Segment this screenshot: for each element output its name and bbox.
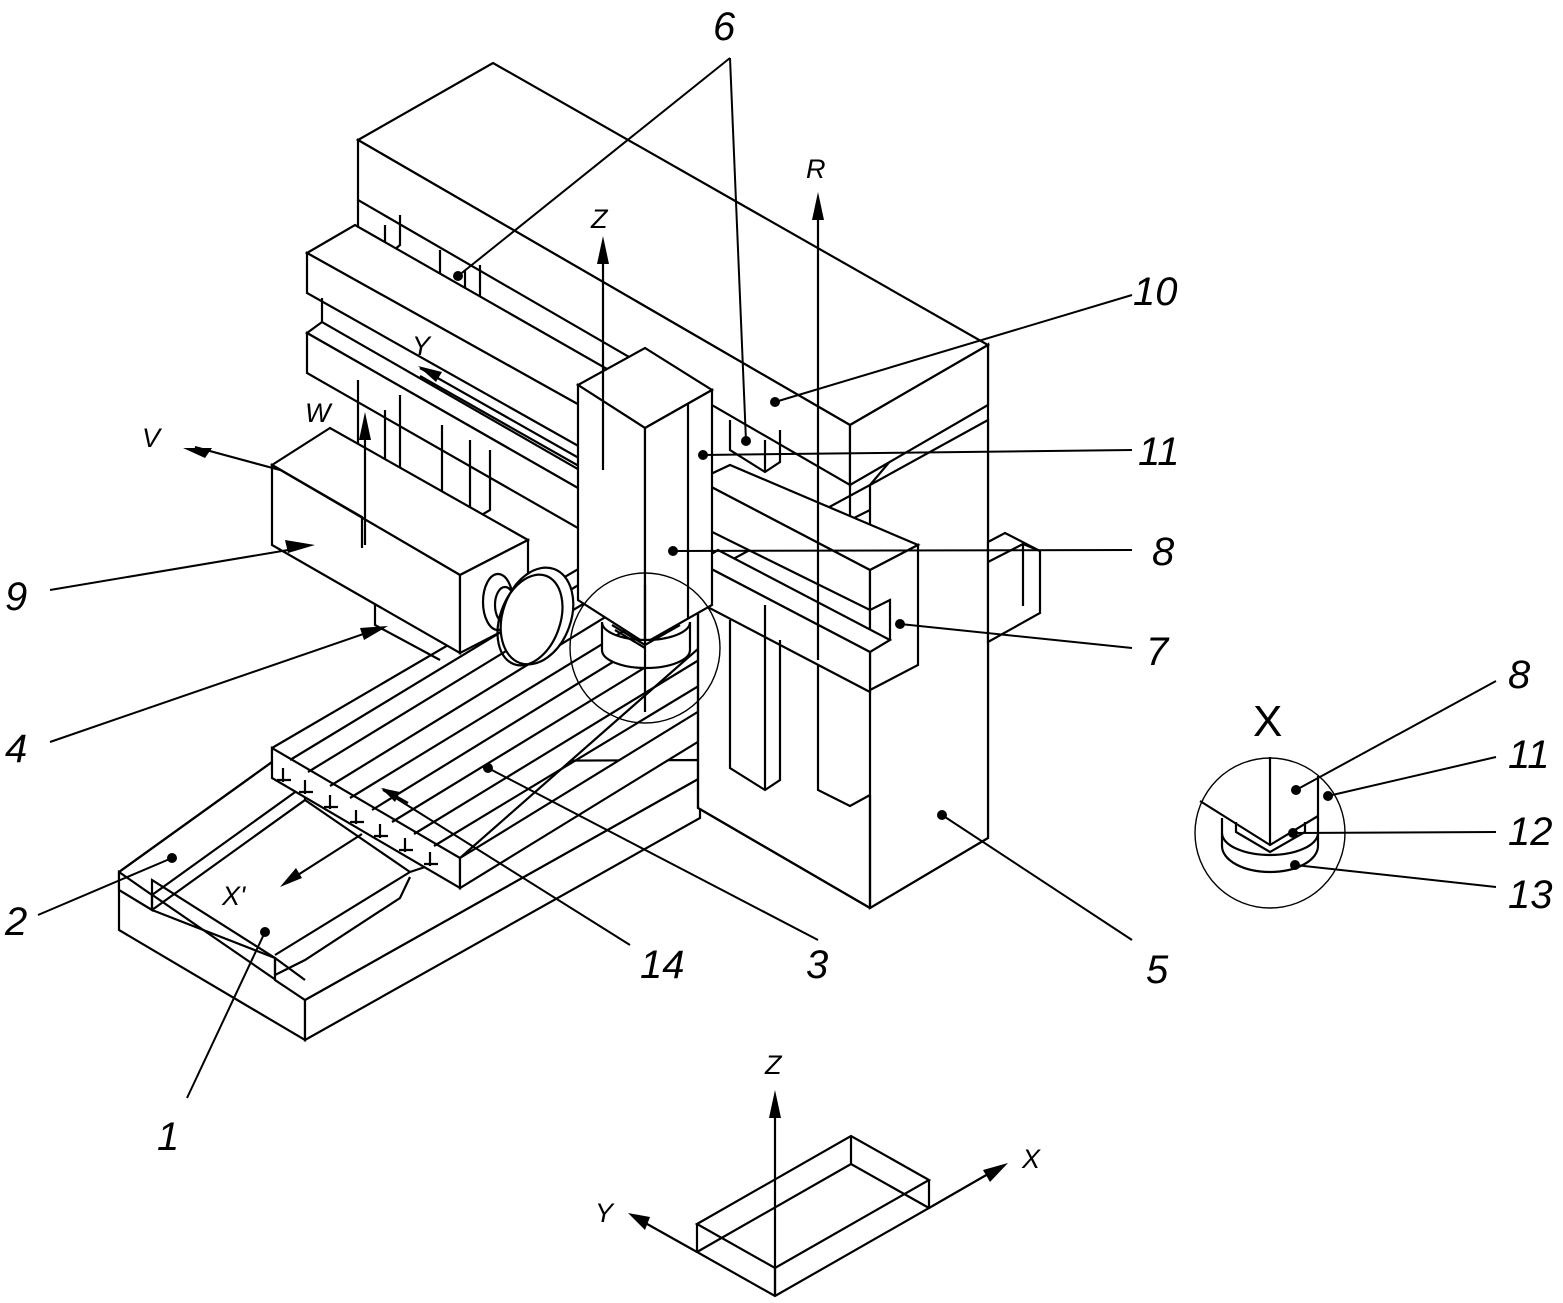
label-2: 2 xyxy=(4,900,27,944)
axis-label-x-prime: X' xyxy=(221,881,246,911)
z-axis-arrow xyxy=(769,1090,781,1118)
detail-label-13: 13 xyxy=(1508,873,1553,917)
coordinate-system: Z X Y xyxy=(595,1050,1041,1298)
label-6: 6 xyxy=(713,5,736,49)
label-3: 3 xyxy=(806,943,828,987)
coord-label-z: Z xyxy=(764,1050,783,1080)
detail-view-x: X 8 11 12 13 xyxy=(1194,653,1553,917)
t-slot-profiles xyxy=(277,768,438,866)
coord-label-x: X xyxy=(1021,1144,1041,1174)
label-9: 9 xyxy=(5,575,27,619)
reference-numerals: 6 10 11 8 7 5 9 4 2 1 14 3 xyxy=(4,5,1180,1159)
axis-label-v: V xyxy=(142,423,163,453)
y-axis-arrow xyxy=(628,1213,650,1230)
detail-label-11: 11 xyxy=(1508,733,1550,777)
axis-label-z: Z xyxy=(590,204,609,234)
label-5: 5 xyxy=(1146,948,1169,992)
grinding-head: W V xyxy=(142,398,575,667)
detail-circle-marker xyxy=(569,572,721,724)
spindle-assembly: Z R xyxy=(569,154,921,792)
label-7: 7 xyxy=(1146,630,1170,674)
leader-lines xyxy=(37,57,1133,1099)
axis-label-y: Y xyxy=(412,331,432,361)
label-4: 4 xyxy=(5,727,27,771)
label-1: 1 xyxy=(157,1115,179,1159)
label-8: 8 xyxy=(1152,530,1175,574)
detail-label-12: 12 xyxy=(1508,810,1553,854)
label-10: 10 xyxy=(1133,270,1178,314)
coord-label-y: Y xyxy=(595,1198,615,1228)
detail-title: X xyxy=(1253,697,1282,746)
label-14: 14 xyxy=(640,943,685,987)
axis-label-r: R xyxy=(806,154,826,184)
detail-label-8: 8 xyxy=(1508,653,1531,697)
label-11: 11 xyxy=(1138,430,1180,474)
x-axis-arrow xyxy=(983,1163,1008,1182)
axis-label-w: W xyxy=(305,398,333,428)
